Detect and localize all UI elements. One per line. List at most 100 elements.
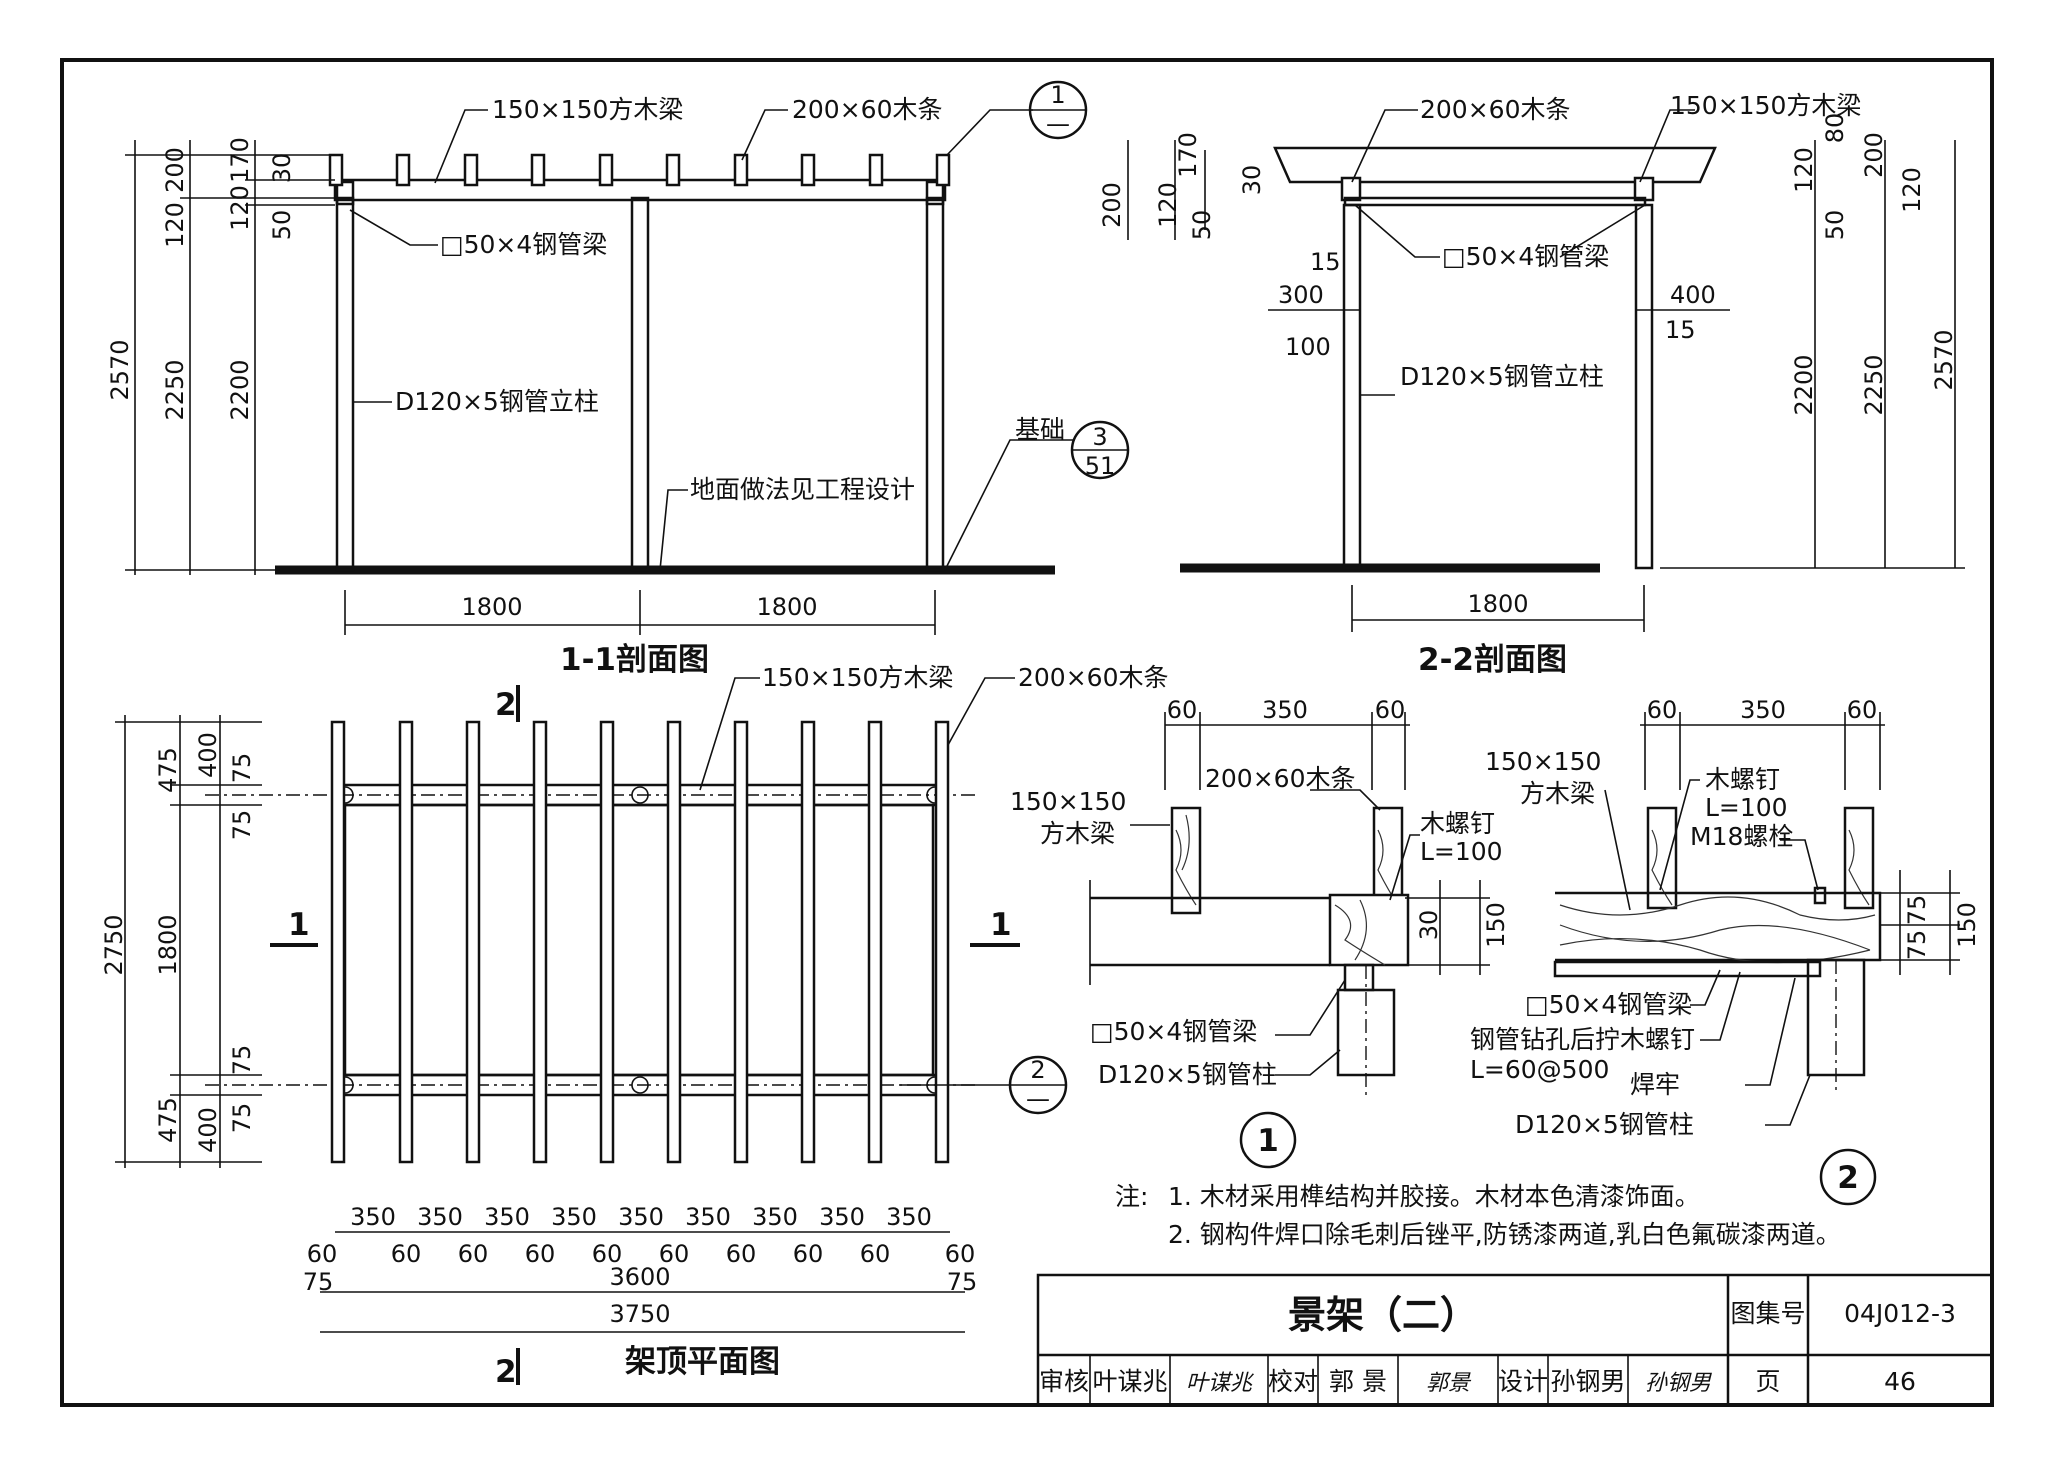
dim-2-2-15a: 15 <box>1310 248 1341 276</box>
dim-d1-150: 150 <box>1482 902 1510 948</box>
label-plan-beam: 150×150方木梁 <box>762 663 953 692</box>
title-block-atlas-label: 图集号 <box>1730 1299 1805 1328</box>
dim-2-2-170: 170 <box>1174 132 1202 178</box>
sheet-border <box>60 58 1994 1407</box>
label-d1-steel-beam: □50×4钢管梁 <box>1090 1017 1257 1046</box>
dim-2-2-200: 200 <box>1098 182 1126 228</box>
detail-1-number: 1 <box>1257 1123 1279 1159</box>
dim-1-1-120: 120 <box>161 202 189 248</box>
note-2: 2. 钢构件焊口除毛刺后锉平,防锈漆两道,乳白色氟碳漆两道。 <box>1168 1220 1841 1249</box>
title-block-reviewer-signature: 叶谋兆 <box>1186 1371 1255 1396</box>
section-1-1-strips <box>328 153 951 187</box>
dim-d1-60a: 60 <box>1167 696 1198 724</box>
dim-plan-75b: 75 <box>228 810 256 841</box>
label-2-2-column: D120×5钢管立柱 <box>1400 362 1604 391</box>
plan-mark-2a: 2 <box>495 687 517 723</box>
title-block: 景架（二） 图集号 04J012-3 页 46 审核 叶谋兆 叶谋兆 校对 郭 … <box>1036 1273 1994 1407</box>
label-d2-bolt: M18螺栓 <box>1690 822 1793 851</box>
dim-plan-75d: 75 <box>228 1103 256 1134</box>
dim-2-2-r50: 50 <box>1821 210 1849 241</box>
dim-d1-30: 30 <box>1415 910 1443 941</box>
dim-2-2-400: 400 <box>1670 281 1716 309</box>
label-1-1-steel-beam: □50×4钢管梁 <box>440 230 607 259</box>
dim-2-2-r120: 120 <box>1790 147 1818 193</box>
dim-2-2-r80: 80 <box>1821 113 1849 144</box>
dim-plan-sp5: 350 <box>618 1203 664 1231</box>
dim-plan-3750: 3750 <box>609 1300 670 1328</box>
dim-2-2-120: 120 <box>1154 182 1182 228</box>
dim-2-2-30: 30 <box>1238 165 1266 196</box>
plan-view: 1 1 2 2 2750 475 400 75 75 1800 75 75 47… <box>100 663 1168 1390</box>
dim-plan-w5: 60 <box>592 1240 623 1268</box>
detail-1-number-circle <box>1239 1111 1297 1169</box>
section-1-1: 2570 2250 2200 200 120 170 120 30 50 180… <box>106 80 1130 678</box>
dim-1-1-span2: 1800 <box>756 593 817 621</box>
label-d1-beam: 150×150 <box>1010 787 1126 816</box>
note-1: 1. 木材采用榫结构并胶接。木材本色清漆饰面。 <box>1168 1182 1700 1211</box>
dim-plan-75c: 75 <box>228 1045 256 1076</box>
title-block-design-label: 设计 <box>1498 1367 1548 1396</box>
dim-plan-sp1: 350 <box>350 1203 396 1231</box>
dim-plan-w10: 60 <box>945 1240 976 1268</box>
notes: 注: 1. 木材采用榫结构并胶接。木材本色清漆饰面。 2. 钢构件焊口除毛刺后锉… <box>1115 1182 1841 1249</box>
dim-plan-400a: 400 <box>194 732 222 778</box>
dim-plan-w2: 60 <box>391 1240 422 1268</box>
dim-2-2-15b: 15 <box>1665 316 1696 344</box>
dim-2-2-r120b: 120 <box>1898 167 1926 213</box>
dim-1-1-30: 30 <box>268 153 296 184</box>
dim-plan-2750: 2750 <box>100 914 128 975</box>
section-2-2: 200 170 120 50 30 15 300 100 400 15 120 … <box>1098 91 1965 678</box>
label-d1-screw-l: L=100 <box>1420 837 1503 866</box>
title-block-page-label: 页 <box>1755 1367 1780 1396</box>
label-d2-beam2: 方木梁 <box>1520 779 1595 808</box>
dim-plan-sp2: 350 <box>417 1203 463 1231</box>
dim-1-1-2250: 2250 <box>161 359 189 420</box>
title-block-title: 景架（二） <box>1288 1293 1478 1337</box>
dim-d2-60a: 60 <box>1647 696 1678 724</box>
dim-1-1-2570: 2570 <box>106 339 134 400</box>
detail-2-number: 2 <box>1837 1160 1859 1196</box>
dim-d1-60b: 60 <box>1375 696 1406 724</box>
dim-2-2-2570: 2570 <box>1930 329 1958 390</box>
dim-1-1-2200: 2200 <box>226 359 254 420</box>
label-d2-beam: 150×150 <box>1485 747 1601 776</box>
dim-1-1-span1: 1800 <box>461 593 522 621</box>
plan-mark-1b: 1 <box>990 907 1012 943</box>
label-d2-weld: 焊牢 <box>1630 1070 1680 1099</box>
title-block-review-label: 审核 <box>1039 1367 1089 1396</box>
title-plan: 架顶平面图 <box>625 1344 780 1380</box>
foundation-ref-bottom: 51 <box>1085 452 1116 480</box>
label-d1-strip: 200×60木条 <box>1205 764 1355 793</box>
label-2-2-beam: 150×150方木梁 <box>1670 91 1861 120</box>
dim-1-1-170: 170 <box>226 137 254 183</box>
label-2-2-steel-beam: □50×4钢管梁 <box>1442 242 1609 271</box>
plan-mark-2b: 2 <box>495 1354 517 1390</box>
title-block-reviewer: 叶谋兆 <box>1092 1367 1167 1396</box>
section-1-1-beam <box>333 178 947 202</box>
dim-1-1-50: 50 <box>268 210 296 241</box>
callout-2-top: 2 <box>1030 1056 1045 1084</box>
title-block-designer: 孙钢男 <box>1550 1367 1625 1396</box>
title-section-2-2: 2-2剖面图 <box>1418 642 1567 678</box>
label-d2-steel-beam: □50×4钢管梁 <box>1525 990 1692 1019</box>
dim-2-2-300: 300 <box>1278 281 1324 309</box>
dim-d1-350: 350 <box>1262 696 1308 724</box>
detail-2-number-circle <box>1819 1148 1877 1206</box>
dim-1-1-120b: 120 <box>226 185 254 231</box>
foundation-ref-top: 3 <box>1092 423 1107 451</box>
dim-plan-475b: 475 <box>154 1097 182 1143</box>
label-d1-beam2: 方木梁 <box>1040 819 1115 848</box>
dim-plan-w3: 60 <box>458 1240 489 1268</box>
dim-d2-75b: 75 <box>1903 930 1931 961</box>
dim-plan-w6: 60 <box>659 1240 690 1268</box>
dim-plan-w8: 60 <box>793 1240 824 1268</box>
dim-plan-75a: 75 <box>228 753 256 784</box>
dim-2-2-2250: 2250 <box>1860 354 1888 415</box>
dim-plan-sp4: 350 <box>551 1203 597 1231</box>
label-d1-screw: 木螺钉 <box>1420 809 1495 838</box>
label-1-1-strip: 200×60木条 <box>792 95 942 124</box>
dim-2-2-span: 1800 <box>1467 590 1528 618</box>
dim-d2-150: 150 <box>1953 902 1981 948</box>
title-block-checker-signature: 郭景 <box>1426 1371 1472 1396</box>
section-2-2-strip <box>1273 146 1717 184</box>
